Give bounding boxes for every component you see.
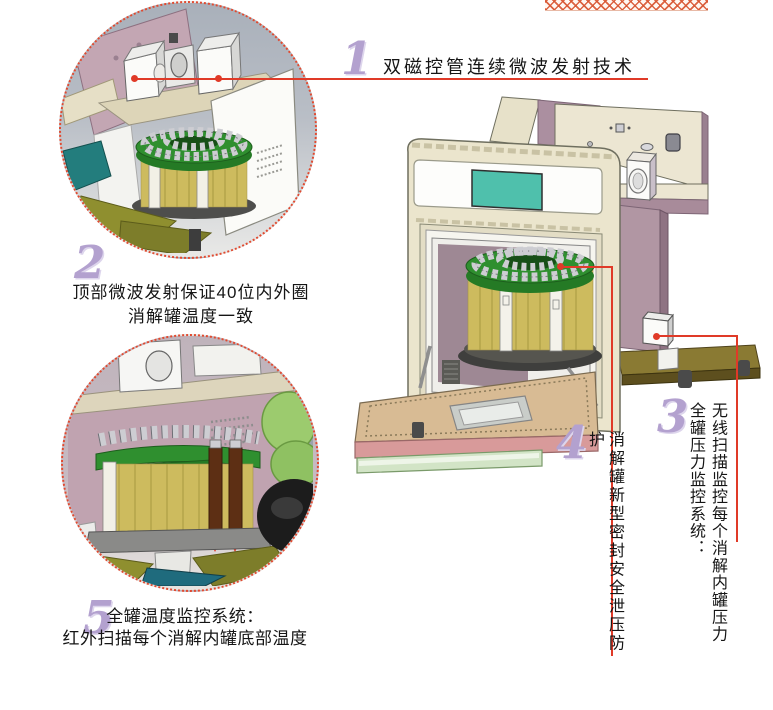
detail1-magnetron-left bbox=[122, 39, 168, 102]
callout4-dot-rotor bbox=[557, 263, 564, 270]
callout-label-2-line2: 消解罐温度一致 bbox=[128, 307, 254, 326]
callout-number-4: 4 bbox=[556, 416, 588, 469]
machine-door bbox=[354, 371, 599, 474]
detail1-floor-parts bbox=[62, 140, 213, 253]
detail1-rotor bbox=[132, 127, 256, 219]
detail1-magnetron-right bbox=[196, 31, 242, 95]
callout1-dot-left-magnetron bbox=[131, 75, 138, 82]
callout-label-3-col2: 全罐压力监控系统： bbox=[687, 402, 704, 557]
callout-label-2: 顶部微波发射保证40位内外圈 消解罐温度一致 bbox=[53, 281, 329, 329]
machine-foot bbox=[412, 422, 424, 438]
detail2-base bbox=[72, 521, 292, 586]
callout-label-5: 全罐温度监控系统： 红外扫描每个消解内罐底部温度 bbox=[38, 606, 332, 650]
callout4-line-vertical bbox=[611, 266, 613, 656]
callout-label-4: 消解罐新型密封安全泄压防护 bbox=[586, 431, 623, 653]
detail-view-top-magnetrons bbox=[59, 1, 317, 259]
callout-number-2: 2 bbox=[74, 236, 106, 289]
decorative-border-fragment bbox=[545, 0, 708, 11]
callout-number-1: 1 bbox=[341, 32, 373, 85]
machine-pressure-sensor bbox=[642, 311, 674, 348]
machine-screen bbox=[471, 169, 543, 211]
callout-label-3: 无线扫描监控每个消解内罐压力 全罐压力监控系统： bbox=[684, 402, 728, 654]
callout-number-5: 5 bbox=[83, 591, 115, 644]
callout-label-1: 双磁控管连续微波发射技术 bbox=[383, 57, 635, 77]
machine-base-plate bbox=[616, 344, 761, 388]
callout4-line-horizontal bbox=[561, 266, 613, 268]
callout3-line-horizontal bbox=[657, 335, 738, 337]
callout1-line bbox=[135, 78, 648, 80]
callout3-line-vertical bbox=[736, 335, 738, 542]
callout-label-5-line1: 全罐温度监控系统： bbox=[106, 607, 264, 626]
detail-view-ir-scan bbox=[61, 334, 319, 592]
callout-label-5-line2: 红外扫描每个消解内罐底部温度 bbox=[62, 629, 308, 648]
detail-1-illustration bbox=[61, 8, 300, 253]
callout-number-3: 3 bbox=[657, 390, 689, 443]
detail2-rotor bbox=[95, 424, 261, 533]
detail2-magnetron bbox=[117, 339, 262, 393]
detail1-waveguide bbox=[163, 44, 196, 89]
machine-rear-panel bbox=[489, 96, 709, 193]
machine-illustration bbox=[350, 88, 773, 483]
callout3-dot-sensor bbox=[653, 333, 660, 340]
machine-vent-port bbox=[626, 151, 657, 202]
machine-svg bbox=[354, 96, 761, 474]
machine-rotor bbox=[458, 246, 602, 371]
detail-2-illustration bbox=[68, 339, 313, 586]
callout-label-2-line1: 顶部微波发射保证40位内外圈 bbox=[72, 283, 310, 302]
callout-label-3-col1: 无线扫描监控每个消解内罐压力 bbox=[709, 402, 726, 643]
